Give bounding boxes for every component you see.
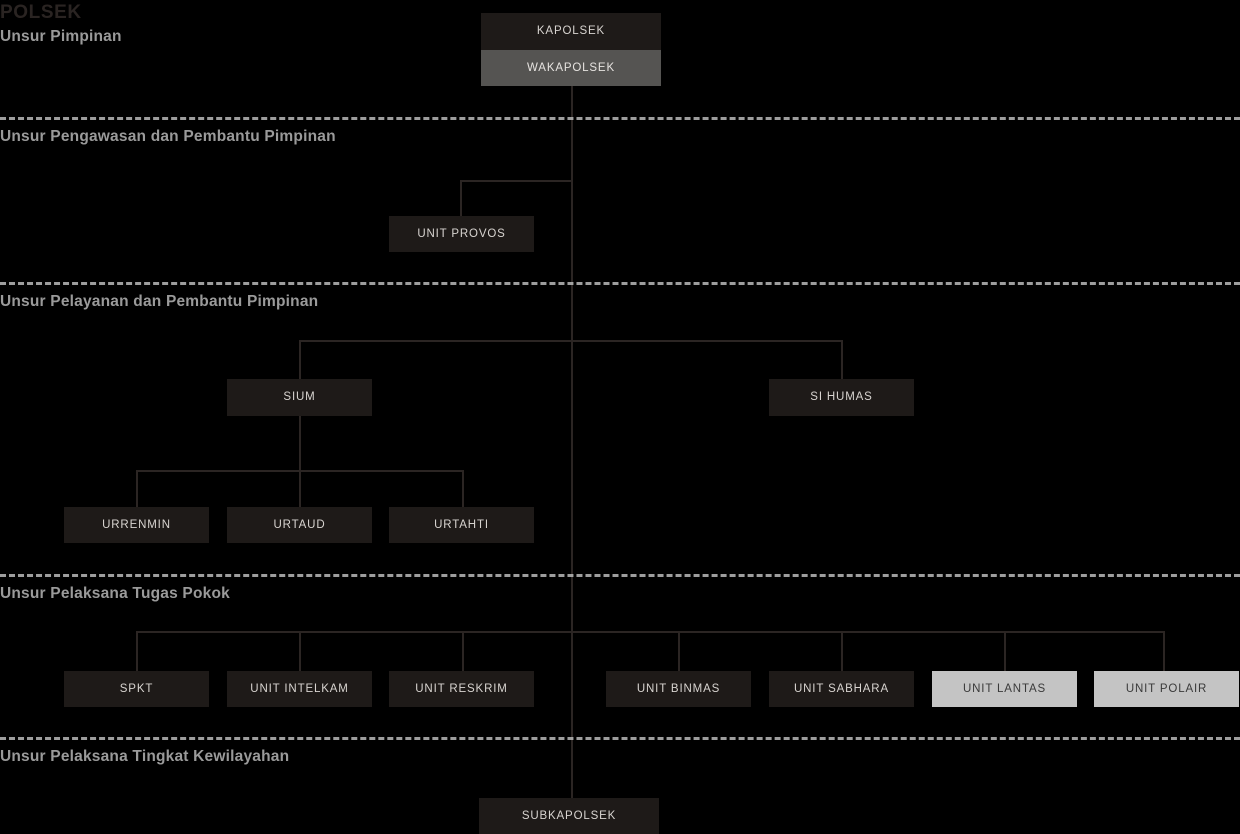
connector-tier4-drop-polair: [1163, 631, 1165, 671]
section-divider-2: [0, 282, 1240, 285]
connector-tier4-drop-lantas: [1004, 631, 1006, 671]
org-node-unit-binmas[interactable]: UNIT BINMAS: [606, 671, 751, 707]
connector-tier3-drop-urtaud: [299, 470, 301, 507]
org-node-urrenmin[interactable]: URRENMIN: [64, 507, 209, 543]
org-node-unit-provos[interactable]: UNIT PROVOS: [389, 216, 534, 252]
connector-tier4-bus: [136, 631, 1163, 633]
connector-tier3-drop-urrenmin: [136, 470, 138, 507]
org-node-sium[interactable]: SIUM: [227, 379, 372, 416]
org-node-unit-sabhara[interactable]: UNIT SABHARA: [769, 671, 914, 707]
connector-tier4-drop-intelkam: [299, 631, 301, 671]
connector-sium-stem: [299, 416, 301, 471]
section-divider-1: [0, 117, 1240, 120]
org-node-spkt[interactable]: SPKT: [64, 671, 209, 707]
org-node-unit-polair[interactable]: UNIT POLAIR: [1094, 671, 1239, 707]
org-node-wakapolsek[interactable]: WAKAPOLSEK: [481, 50, 661, 86]
connector-tier2-drop-sihumas: [841, 340, 843, 379]
section-divider-3: [0, 574, 1240, 577]
org-node-urtahti[interactable]: URTAHTI: [389, 507, 534, 543]
org-node-unit-lantas[interactable]: UNIT LANTAS: [932, 671, 1077, 707]
connector-spine-main: [571, 86, 573, 798]
connector-tier4-drop-sabhara: [841, 631, 843, 671]
section-label: Unsur Pelayanan dan Pembantu Pimpinan: [0, 293, 319, 310]
connector-tier4-drop-reskrim: [462, 631, 464, 671]
connector-provos-elbow-vert: [460, 180, 462, 216]
org-node-urtaud[interactable]: URTAUD: [227, 507, 372, 543]
connector-tier4-drop-spkt: [136, 631, 138, 671]
connector-tier2-drop-sium: [299, 340, 301, 379]
org-node-si-humas[interactable]: SI HUMAS: [769, 379, 914, 416]
connector-tier3-drop-urtahti: [462, 470, 464, 507]
org-node-unit-reskrim[interactable]: UNIT RESKRIM: [389, 671, 534, 707]
org-node-kapolsek[interactable]: KAPOLSEK: [481, 13, 661, 50]
section-label: Unsur Pelaksana Tingkat Kewilayahan: [0, 748, 290, 765]
connector-provos-elbow-horiz: [460, 180, 572, 182]
org-node-unit-intelkam[interactable]: UNIT INTELKAM: [227, 671, 372, 707]
section-label: Unsur Pimpinan: [0, 28, 122, 45]
page-title: POLSEK: [0, 2, 82, 23]
org-node-subkapolsek[interactable]: SUBKAPOLSEK: [479, 798, 659, 834]
connector-tier2-bus: [299, 340, 843, 342]
section-label: Unsur Pelaksana Tugas Pokok: [0, 585, 230, 602]
section-divider-4: [0, 737, 1240, 740]
connector-tier4-drop-binmas: [678, 631, 680, 671]
section-label: Unsur Pengawasan dan Pembantu Pimpinan: [0, 128, 336, 145]
